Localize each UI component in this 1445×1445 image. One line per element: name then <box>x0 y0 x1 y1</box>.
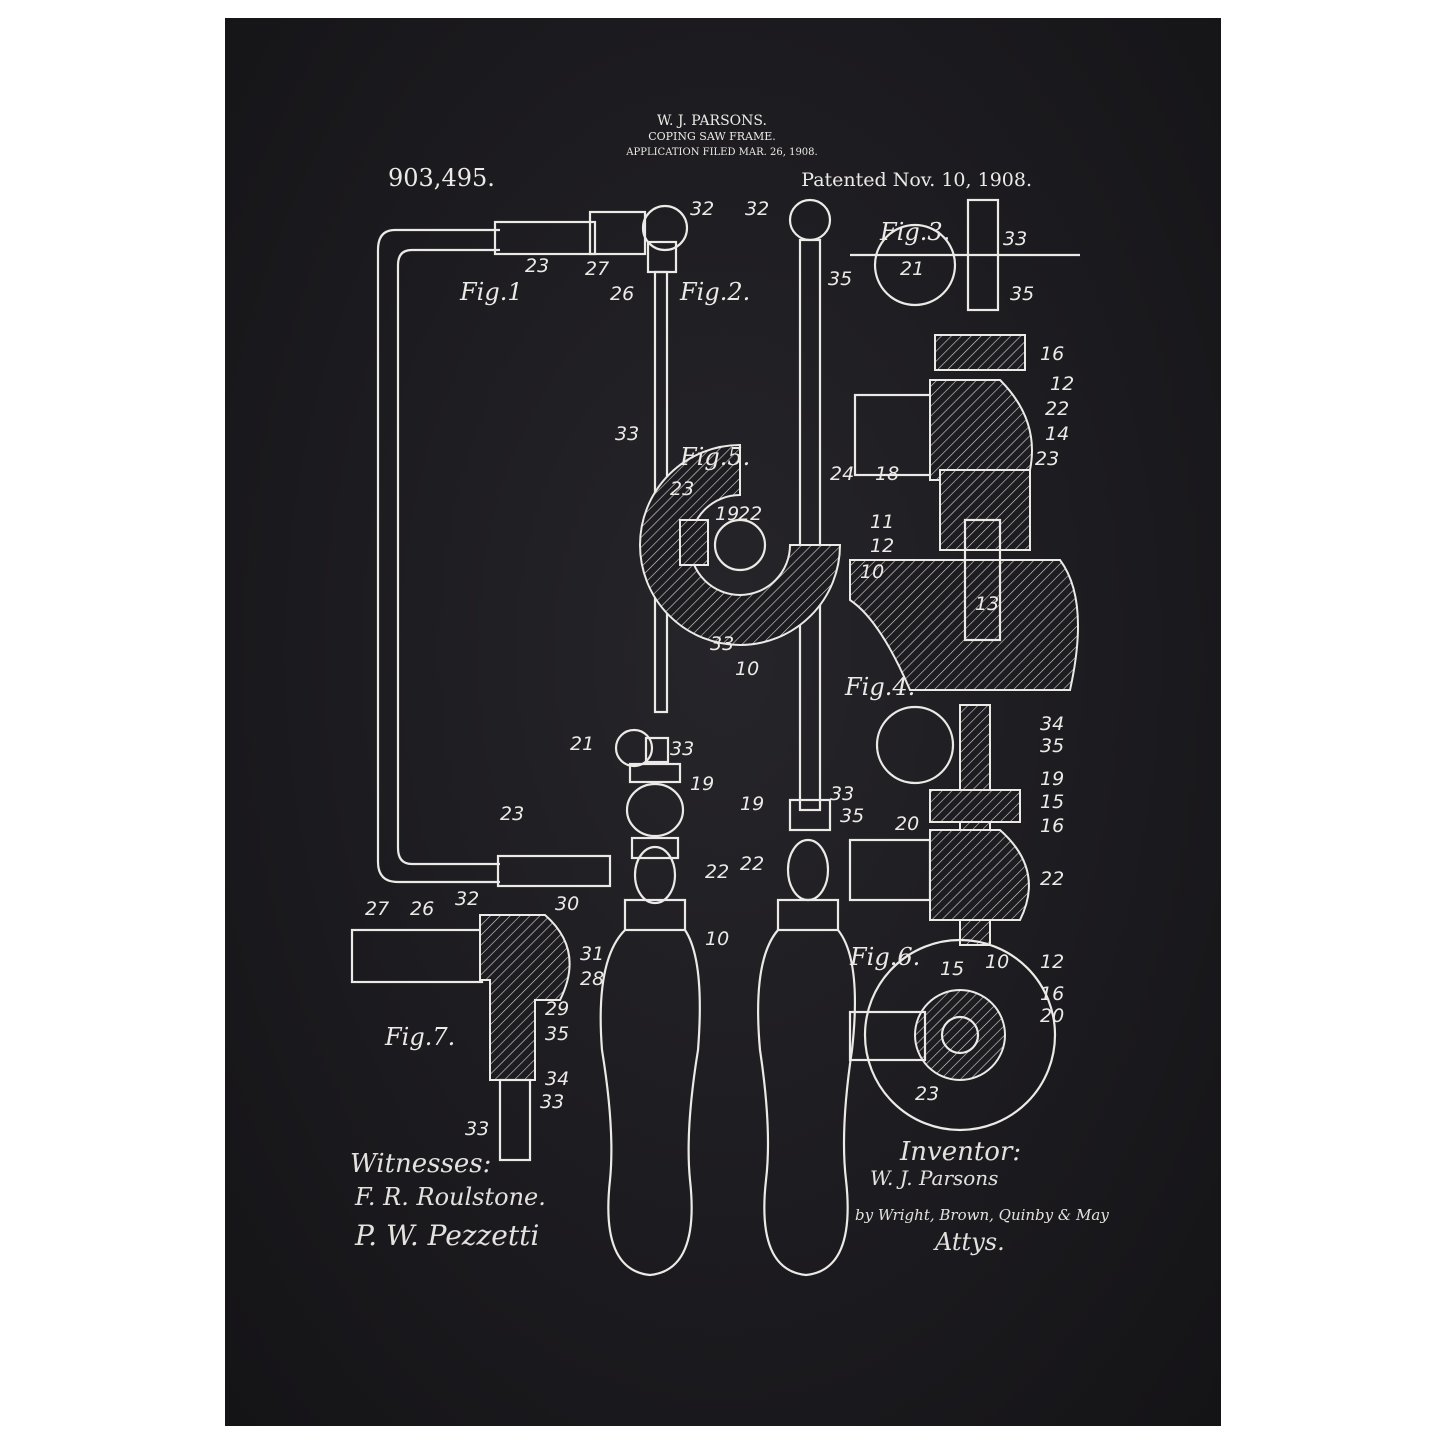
reference-numerals: 23 27 26 32 32 35 33 33 33 21 19 22 10 2… <box>365 198 1074 1140</box>
reference-numeral: 12 <box>870 535 894 557</box>
fig3-drawing <box>849 198 1080 691</box>
inventor-signature: W. J. Parsons <box>870 1166 998 1190</box>
fig6-drawing <box>848 938 1057 1132</box>
reference-numeral: 35 <box>1040 735 1064 757</box>
fig1-label: Fig.1 <box>459 278 523 306</box>
reference-numeral: 23 <box>670 478 694 500</box>
reference-numeral: 33 <box>615 423 639 445</box>
reference-numeral: 10 <box>860 561 884 583</box>
reference-numeral: 30 <box>555 893 579 915</box>
reference-numeral: 15 <box>1040 791 1064 813</box>
reference-numeral: 35 <box>840 805 864 827</box>
reference-numeral: 34 <box>1040 713 1064 735</box>
reference-numeral: 27 <box>585 258 609 280</box>
attorneys-label: Attys. <box>933 1228 1005 1256</box>
fig5-label: Fig.5. <box>679 443 750 471</box>
reference-numeral: 22 <box>1040 868 1064 890</box>
reference-numeral: 32 <box>455 888 479 910</box>
reference-numeral: 29 <box>545 998 569 1020</box>
reference-numeral: 33 <box>465 1118 489 1140</box>
reference-numeral: 11 <box>870 511 894 533</box>
fig6-label: Fig.6. <box>849 943 920 971</box>
fig2-drawing <box>757 198 856 1277</box>
reference-numeral: 35 <box>1010 283 1034 305</box>
patented-date: Patented Nov. 10, 1908. <box>801 169 1032 191</box>
reference-numeral: 35 <box>828 268 852 290</box>
attorneys-signature: by Wright, Brown, Quinby & May <box>855 1206 1109 1224</box>
fig3-label: Fig.3. <box>879 218 950 246</box>
fig5-drawing <box>639 443 842 646</box>
reference-numeral: 22 <box>738 503 762 525</box>
reference-numeral: 33 <box>710 633 734 655</box>
patent-title: COPING SAW FRAME. <box>648 130 776 143</box>
reference-numeral: 24 <box>830 463 854 485</box>
reference-numeral: 31 <box>580 943 604 965</box>
reference-numeral: 33 <box>830 783 854 805</box>
reference-numeral: 32 <box>690 198 714 220</box>
witness-2-signature: P. W. Pezzetti <box>354 1219 539 1252</box>
reference-numeral: 28 <box>580 968 604 990</box>
reference-numeral: 10 <box>735 658 759 680</box>
fig7-drawing <box>350 914 571 1162</box>
fig4-drawing <box>848 704 1030 946</box>
reference-numeral: 20 <box>1040 1005 1064 1027</box>
fig7-label: Fig.7. <box>384 1023 455 1051</box>
reference-numeral: 34 <box>545 1068 569 1090</box>
patent-poster <box>225 18 1221 1426</box>
reference-numeral: 10 <box>705 928 729 950</box>
reference-numeral: 21 <box>900 258 924 280</box>
witnesses-label: Witnesses: <box>350 1149 491 1179</box>
reference-numeral: 23 <box>1035 448 1059 470</box>
reference-numeral: 33 <box>540 1091 564 1113</box>
reference-numeral: 19 <box>740 793 764 815</box>
reference-numeral: 21 <box>570 733 594 755</box>
filed-date: APPLICATION FILED MAR. 26, 1908. <box>625 147 817 158</box>
reference-numeral: 33 <box>670 738 694 760</box>
inventor-label: Inventor: <box>899 1137 1021 1167</box>
reference-numeral: 18 <box>875 463 899 485</box>
reference-numeral: 13 <box>975 593 999 615</box>
reference-numeral: 14 <box>1045 423 1069 445</box>
reference-numeral: 32 <box>745 198 769 220</box>
reference-numeral: 16 <box>1040 343 1064 365</box>
reference-numeral: 22 <box>1045 398 1069 420</box>
reference-numeral: 35 <box>545 1023 569 1045</box>
reference-numeral: 33 <box>1003 228 1027 250</box>
reference-numeral: 26 <box>610 283 634 305</box>
reference-numeral: 19 <box>1040 768 1064 790</box>
fig1-drawing <box>376 204 701 1277</box>
fig2-label: Fig.2. <box>679 278 750 306</box>
reference-numeral: 26 <box>410 898 434 920</box>
reference-numeral: 12 <box>1050 373 1074 395</box>
witness-1-signature: F. R. Roulstone. <box>354 1183 546 1211</box>
reference-numeral: 20 <box>895 813 919 835</box>
patent-number: 903,495. <box>388 164 495 192</box>
inventor-name: W. J. PARSONS. <box>657 113 767 129</box>
reference-numeral: 19 <box>690 773 714 795</box>
reference-numeral: 10 <box>985 951 1009 973</box>
reference-numeral: 12 <box>1040 951 1064 973</box>
reference-numeral: 16 <box>1040 815 1064 837</box>
reference-numeral: 23 <box>500 803 524 825</box>
reference-numeral: 23 <box>915 1083 939 1105</box>
reference-numeral: 23 <box>525 255 549 277</box>
reference-numeral: 15 <box>940 958 964 980</box>
fig4-label: Fig.4. <box>844 673 915 701</box>
reference-numeral: 19 <box>715 503 739 525</box>
reference-numeral: 22 <box>740 853 764 875</box>
reference-numeral: 27 <box>365 898 389 920</box>
reference-numeral: 16 <box>1040 983 1064 1005</box>
reference-numeral: 22 <box>705 861 729 883</box>
